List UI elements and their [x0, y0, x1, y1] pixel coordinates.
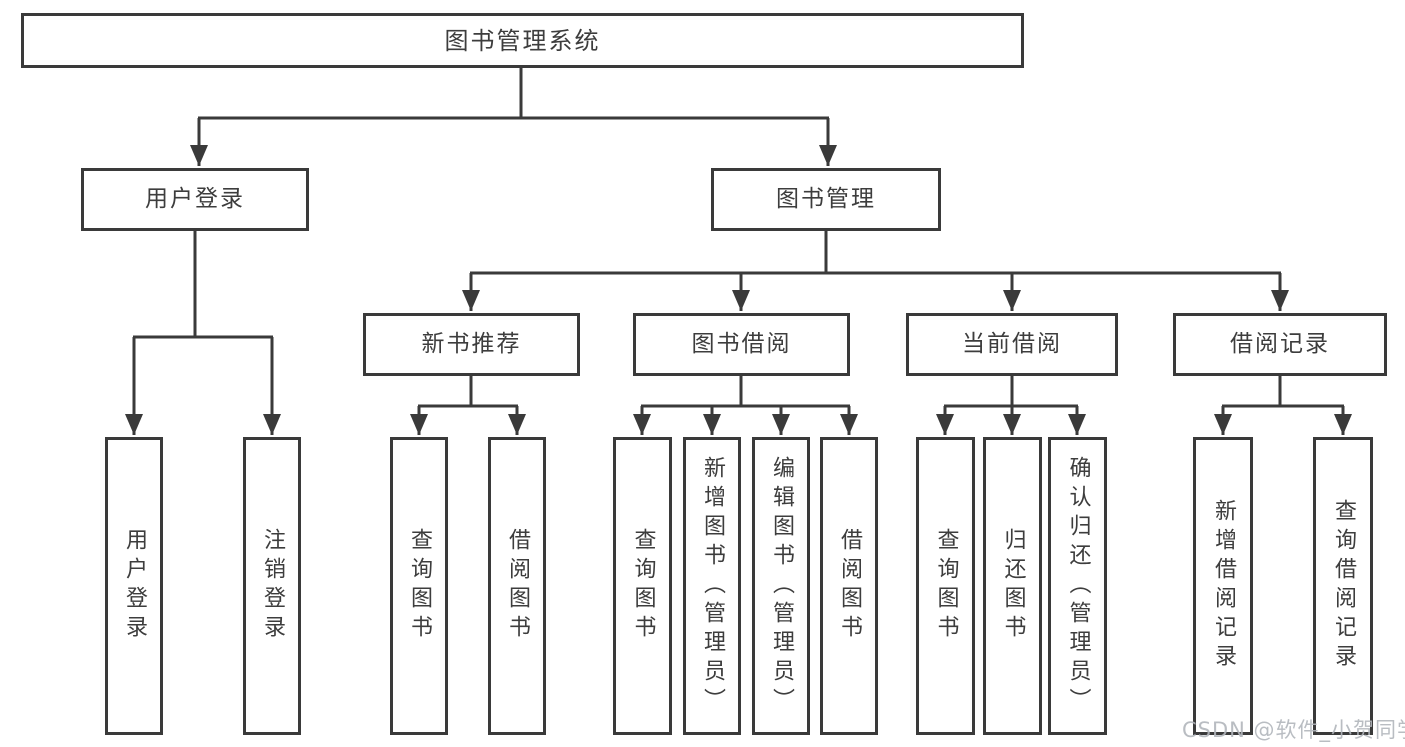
node-label: 新增借阅记录	[1211, 499, 1236, 673]
node-label: 用户登录	[145, 186, 245, 212]
node-label: 注销登录	[260, 528, 285, 644]
node-label: 查询图书	[630, 528, 656, 644]
node-label: 图书管理系统	[444, 26, 601, 55]
node-label: 借阅记录	[1230, 331, 1330, 357]
leaf-add-borrow-record: 新增借阅记录	[1193, 437, 1253, 735]
leaf-borrow-book-recommend: 借阅图书	[488, 437, 546, 735]
node-label: 查询图书	[407, 528, 432, 644]
node-label: 当前借阅	[962, 331, 1062, 357]
leaf-return-book: 归还图书	[983, 437, 1042, 735]
connector-arrows	[125, 118, 1352, 435]
node-label: 借阅图书	[837, 528, 862, 644]
node-label: 查询借阅记录	[1331, 499, 1356, 673]
node-new-book-recommend: 新书推荐	[363, 313, 580, 376]
leaf-edit-book-admin: 编辑图书（管理员）	[752, 437, 810, 735]
leaf-query-book-borrow: 查询图书	[613, 437, 672, 735]
watermark-text: CSDN @软件_小贺同学	[1182, 718, 1405, 742]
leaf-query-book-current: 查询图书	[916, 437, 975, 735]
node-label: 用户登录	[122, 528, 147, 644]
leaf-user-login: 用户登录	[105, 437, 163, 735]
node-label: 借阅图书	[505, 528, 530, 644]
leaf-query-borrow-record: 查询借阅记录	[1313, 437, 1373, 735]
node-borrow-record: 借阅记录	[1173, 313, 1387, 376]
leaf-logout: 注销登录	[243, 437, 301, 735]
node-book-borrow: 图书借阅	[633, 313, 850, 376]
leaf-borrow-book-2: 借阅图书	[820, 437, 878, 735]
leaf-query-book-recommend: 查询图书	[390, 437, 448, 735]
leaf-confirm-return-admin: 确认归还（管理员）	[1048, 437, 1107, 735]
node-label: 查询图书	[933, 528, 959, 644]
node-current-borrow: 当前借阅	[906, 313, 1118, 376]
node-label: 图书管理	[776, 186, 876, 212]
node-label: 图书借阅	[691, 331, 792, 357]
node-book-management: 图书管理	[711, 168, 941, 231]
node-label: 编辑图书（管理员）	[769, 455, 794, 717]
node-label: 归还图书	[1000, 528, 1026, 644]
node-label: 确认归还（管理员）	[1065, 455, 1091, 717]
leaf-add-book-admin: 新增图书（管理员）	[683, 437, 741, 735]
node-label: 新书推荐	[421, 331, 522, 357]
node-user-login: 用户登录	[81, 168, 309, 231]
node-label: 新增图书（管理员）	[700, 455, 725, 717]
node-root: 图书管理系统	[21, 13, 1024, 68]
